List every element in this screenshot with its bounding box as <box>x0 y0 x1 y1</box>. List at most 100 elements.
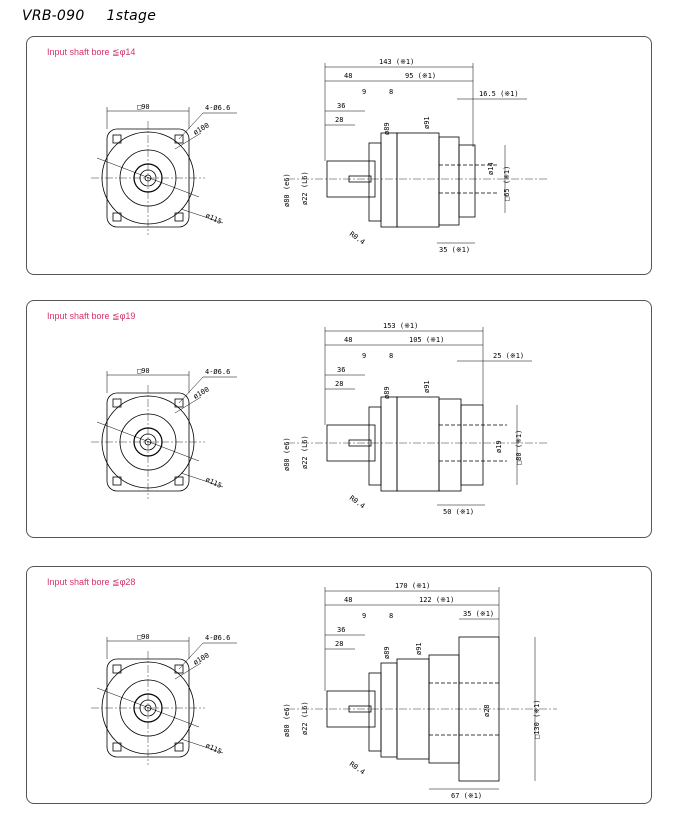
dim-28: 28 <box>335 116 343 124</box>
dim-89: ø89 <box>383 122 391 135</box>
side-view: 143 (※1) 48 95 (※1) 9 8 36 28 16.5 (※1) … <box>283 58 547 254</box>
dim-overall: 143 (※1) <box>379 58 414 66</box>
dim-pcd: ø100 <box>192 121 211 136</box>
dim-91: ø91 <box>423 116 431 129</box>
panel-label: Input shaft bore ≦φ19 <box>47 311 136 321</box>
hole-bl <box>112 742 122 752</box>
dim-48: 48 <box>344 596 352 604</box>
dim-22: ø22 (L6) <box>301 435 309 469</box>
dim-bottom: 50 (※1) <box>443 508 474 516</box>
dim-bore: ø19 <box>495 440 503 453</box>
dim-89: ø89 <box>383 646 391 659</box>
hole-br <box>174 476 184 486</box>
dim-top-right: 25 (※1) <box>493 352 524 360</box>
dim-bottom: 67 (※1) <box>451 792 482 800</box>
drawing-panel-2: □90 4-Ø6.6 ø100 ø115 153 (※1) 48 10 <box>91 322 547 516</box>
dim-top-right: 16.5 (※1) <box>479 90 519 98</box>
panel-label: Input shaft bore ≦φ28 <box>47 577 136 587</box>
dim-b-len: 105 (※1) <box>409 336 444 344</box>
front-view: □90 4-Ø6.6 ø100 ø115 <box>91 633 237 765</box>
hole-tl <box>112 664 122 674</box>
dim-bore: ø28 <box>483 704 491 717</box>
dim-48: 48 <box>344 72 352 80</box>
dim-36: 36 <box>337 626 345 634</box>
hole-tl <box>112 134 122 144</box>
dim-pcd: ø100 <box>192 385 211 400</box>
model-name: VRB-090 <box>22 8 85 24</box>
dim-square: □90 <box>137 103 150 111</box>
hole-tl <box>112 398 122 408</box>
hole-tr <box>174 134 184 144</box>
motor-adapter <box>438 136 460 226</box>
dim-outer: ø115 <box>204 212 223 226</box>
motor-adapter <box>438 398 462 492</box>
dim-r: R0.4 <box>348 230 366 246</box>
dim-pcd: ø100 <box>192 651 211 666</box>
dim-outer: ø115 <box>204 742 223 756</box>
dim-r: R0.4 <box>348 494 366 510</box>
hole-bl <box>112 212 122 222</box>
dim-8: 8 <box>389 612 393 620</box>
mount-flange <box>380 662 398 758</box>
dim-91: ø91 <box>423 380 431 393</box>
dim-holes: 4-Ø6.6 <box>205 104 230 112</box>
dim-holes: 4-Ø6.6 <box>205 368 230 376</box>
dim-22: ø22 (L6) <box>301 171 309 205</box>
dim-holes: 4-Ø6.6 <box>205 634 230 642</box>
dim-9: 9 <box>362 88 366 96</box>
dim-square-r: □130 (※1) <box>533 699 541 739</box>
dim-bore: ø14 <box>487 162 495 175</box>
page-title: VRB-090 1stage <box>22 8 178 24</box>
dim-36: 36 <box>337 102 345 110</box>
panel-1: Input shaft bore ≦φ14 □90 4-Ø6.6 ø1 <box>26 36 652 275</box>
dim-80: ø80 (e6) <box>283 703 291 737</box>
hole-tr <box>174 664 184 674</box>
dim-b-len: 95 (※1) <box>405 72 436 80</box>
dim-89: ø89 <box>383 386 391 399</box>
front-view: □90 4-Ø6.6 ø100 ø115 <box>91 103 237 235</box>
dim-36: 36 <box>337 366 345 374</box>
panel-3: Input shaft bore ≦φ28 □90 4-Ø6.6 ø100 <box>26 566 652 804</box>
dim-28: 28 <box>335 640 343 648</box>
hole-bl <box>112 476 122 486</box>
dim-square: □90 <box>137 633 150 641</box>
dim-22: ø22 (L6) <box>301 701 309 735</box>
gear-body <box>396 396 440 492</box>
dim-square: □90 <box>137 367 150 375</box>
dim-outer: ø115 <box>204 476 223 490</box>
dim-r: R0.4 <box>348 760 366 776</box>
dim-91: ø91 <box>415 642 423 655</box>
dim-9: 9 <box>362 352 366 360</box>
adapter-end <box>460 404 484 486</box>
dim-overall: 170 (※1) <box>395 582 430 590</box>
hole-br <box>174 742 184 752</box>
side-view: 170 (※1) 48 122 (※1) 9 8 36 28 35 (※1) ø… <box>283 582 557 800</box>
front-view: □90 4-Ø6.6 ø100 ø115 <box>91 367 237 499</box>
dim-top-right: 35 (※1) <box>463 610 494 618</box>
dim-80: ø80 (e6) <box>283 437 291 471</box>
dim-80: ø80 (e6) <box>283 173 291 207</box>
side-view: 153 (※1) 48 105 (※1) 9 8 36 28 25 (※1) ø… <box>283 322 547 516</box>
hole-br <box>174 212 184 222</box>
mount-flange <box>380 132 398 228</box>
panel-2: Input shaft bore ≦φ19 □90 4-Ø6.6 ø100 <box>26 300 652 538</box>
adapter-end <box>458 144 476 218</box>
dim-28: 28 <box>335 380 343 388</box>
stage-name: 1stage <box>106 8 157 24</box>
dim-9: 9 <box>362 612 366 620</box>
drawing-panel-1: □90 4-Ø6.6 ø100 ø115 143 (※1) 48 <box>91 58 547 254</box>
gear-body <box>396 132 440 228</box>
drawing-panel-3: □90 4-Ø6.6 ø100 ø115 170 (※1) 48 12 <box>91 582 557 800</box>
dim-8: 8 <box>389 352 393 360</box>
dim-square-r: □65 (※1) <box>503 166 511 201</box>
diag-line <box>96 157 200 198</box>
mount-flange <box>380 396 398 492</box>
dim-bottom: 35 (※1) <box>439 246 470 254</box>
dim-b-len: 122 (※1) <box>419 596 454 604</box>
dim-overall: 153 (※1) <box>383 322 418 330</box>
dim-48: 48 <box>344 336 352 344</box>
dim-8: 8 <box>389 88 393 96</box>
hole-tr <box>174 398 184 408</box>
panel-label: Input shaft bore ≦φ14 <box>47 47 136 57</box>
dim-square-r: □80 (※1) <box>515 430 523 465</box>
